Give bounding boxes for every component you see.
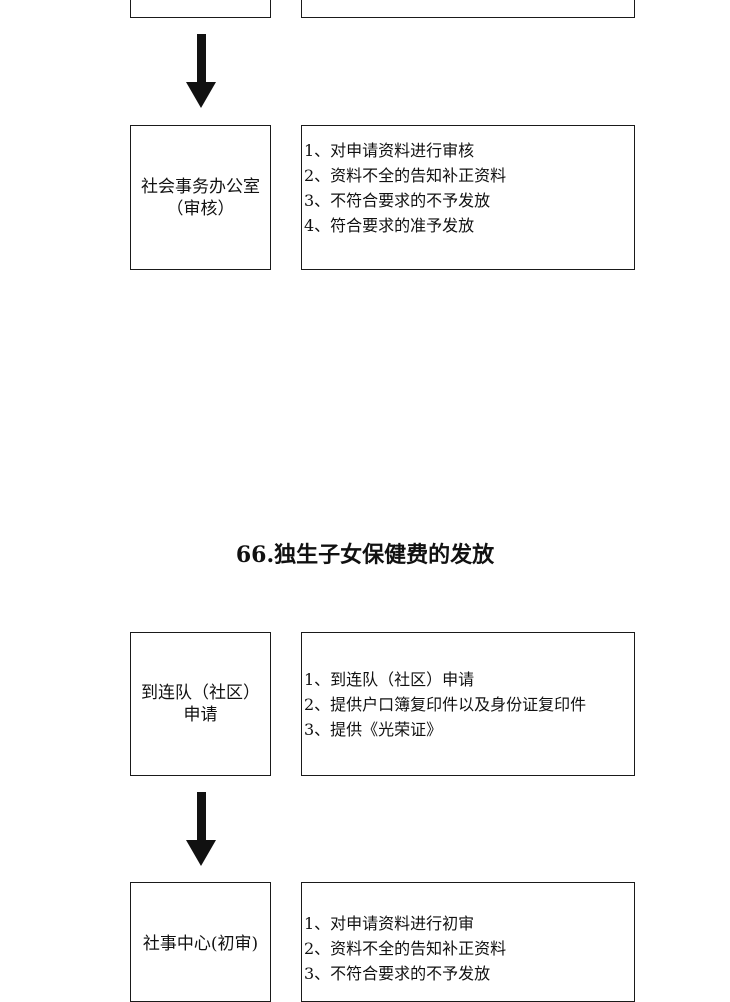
step-label: 社会事务办公室 (141, 176, 260, 197)
down-arrow-icon (186, 34, 216, 109)
list-item: 2、资料不全的告知补正资料 (304, 166, 507, 185)
list-item: 1、到连队（社区）申请 (304, 669, 475, 689)
step-box-social-center-initial-review: 社事中心(初审) (130, 882, 271, 1002)
list-item: 1、对申请资料进行初审 (304, 914, 475, 933)
step-sublabel: 申请 (183, 705, 218, 725)
section-title: 66.独生子女保健费的发放 (235, 542, 495, 568)
list-item: 3、提供《光荣证》 (304, 719, 443, 739)
detail-box-application-materials: 1、到连队（社区）申请 2、提供户口簿复印件以及身份证复印件 3、提供《光荣证》 (301, 632, 635, 776)
list-item: 3、不符合要求的不予发放 (304, 191, 491, 210)
detail-box-review: 1、对申请资料进行审核 2、资料不全的告知补正资料 3、不符合要求的不予发放 4… (301, 125, 635, 270)
step-label: 到连队（社区） (141, 683, 260, 703)
step-label: 社事中心(初审) (142, 934, 259, 954)
list-item: 4、符合要求的准予发放 (304, 216, 475, 235)
down-arrow-icon (186, 792, 216, 868)
prev-step-box-partial (130, 0, 271, 18)
prev-detail-box-partial (301, 0, 635, 18)
step-box-apply-at-community: 到连队（社区） 申请 (130, 632, 271, 776)
detail-box-initial-review: 1、对申请资料进行初审 2、资料不全的告知补正资料 3、不符合要求的不予发放 (301, 882, 635, 1002)
list-item: 2、资料不全的告知补正资料 (304, 939, 507, 958)
list-item: 3、不符合要求的不予发放 (304, 964, 491, 983)
step-box-social-affairs-office: 社会事务办公室 （审核） (130, 125, 271, 270)
list-item: 1、对申请资料进行审核 (304, 141, 475, 160)
step-sublabel: （审核） (166, 198, 235, 219)
list-item: 2、提供户口簿复印件以及身份证复印件 (304, 694, 587, 714)
